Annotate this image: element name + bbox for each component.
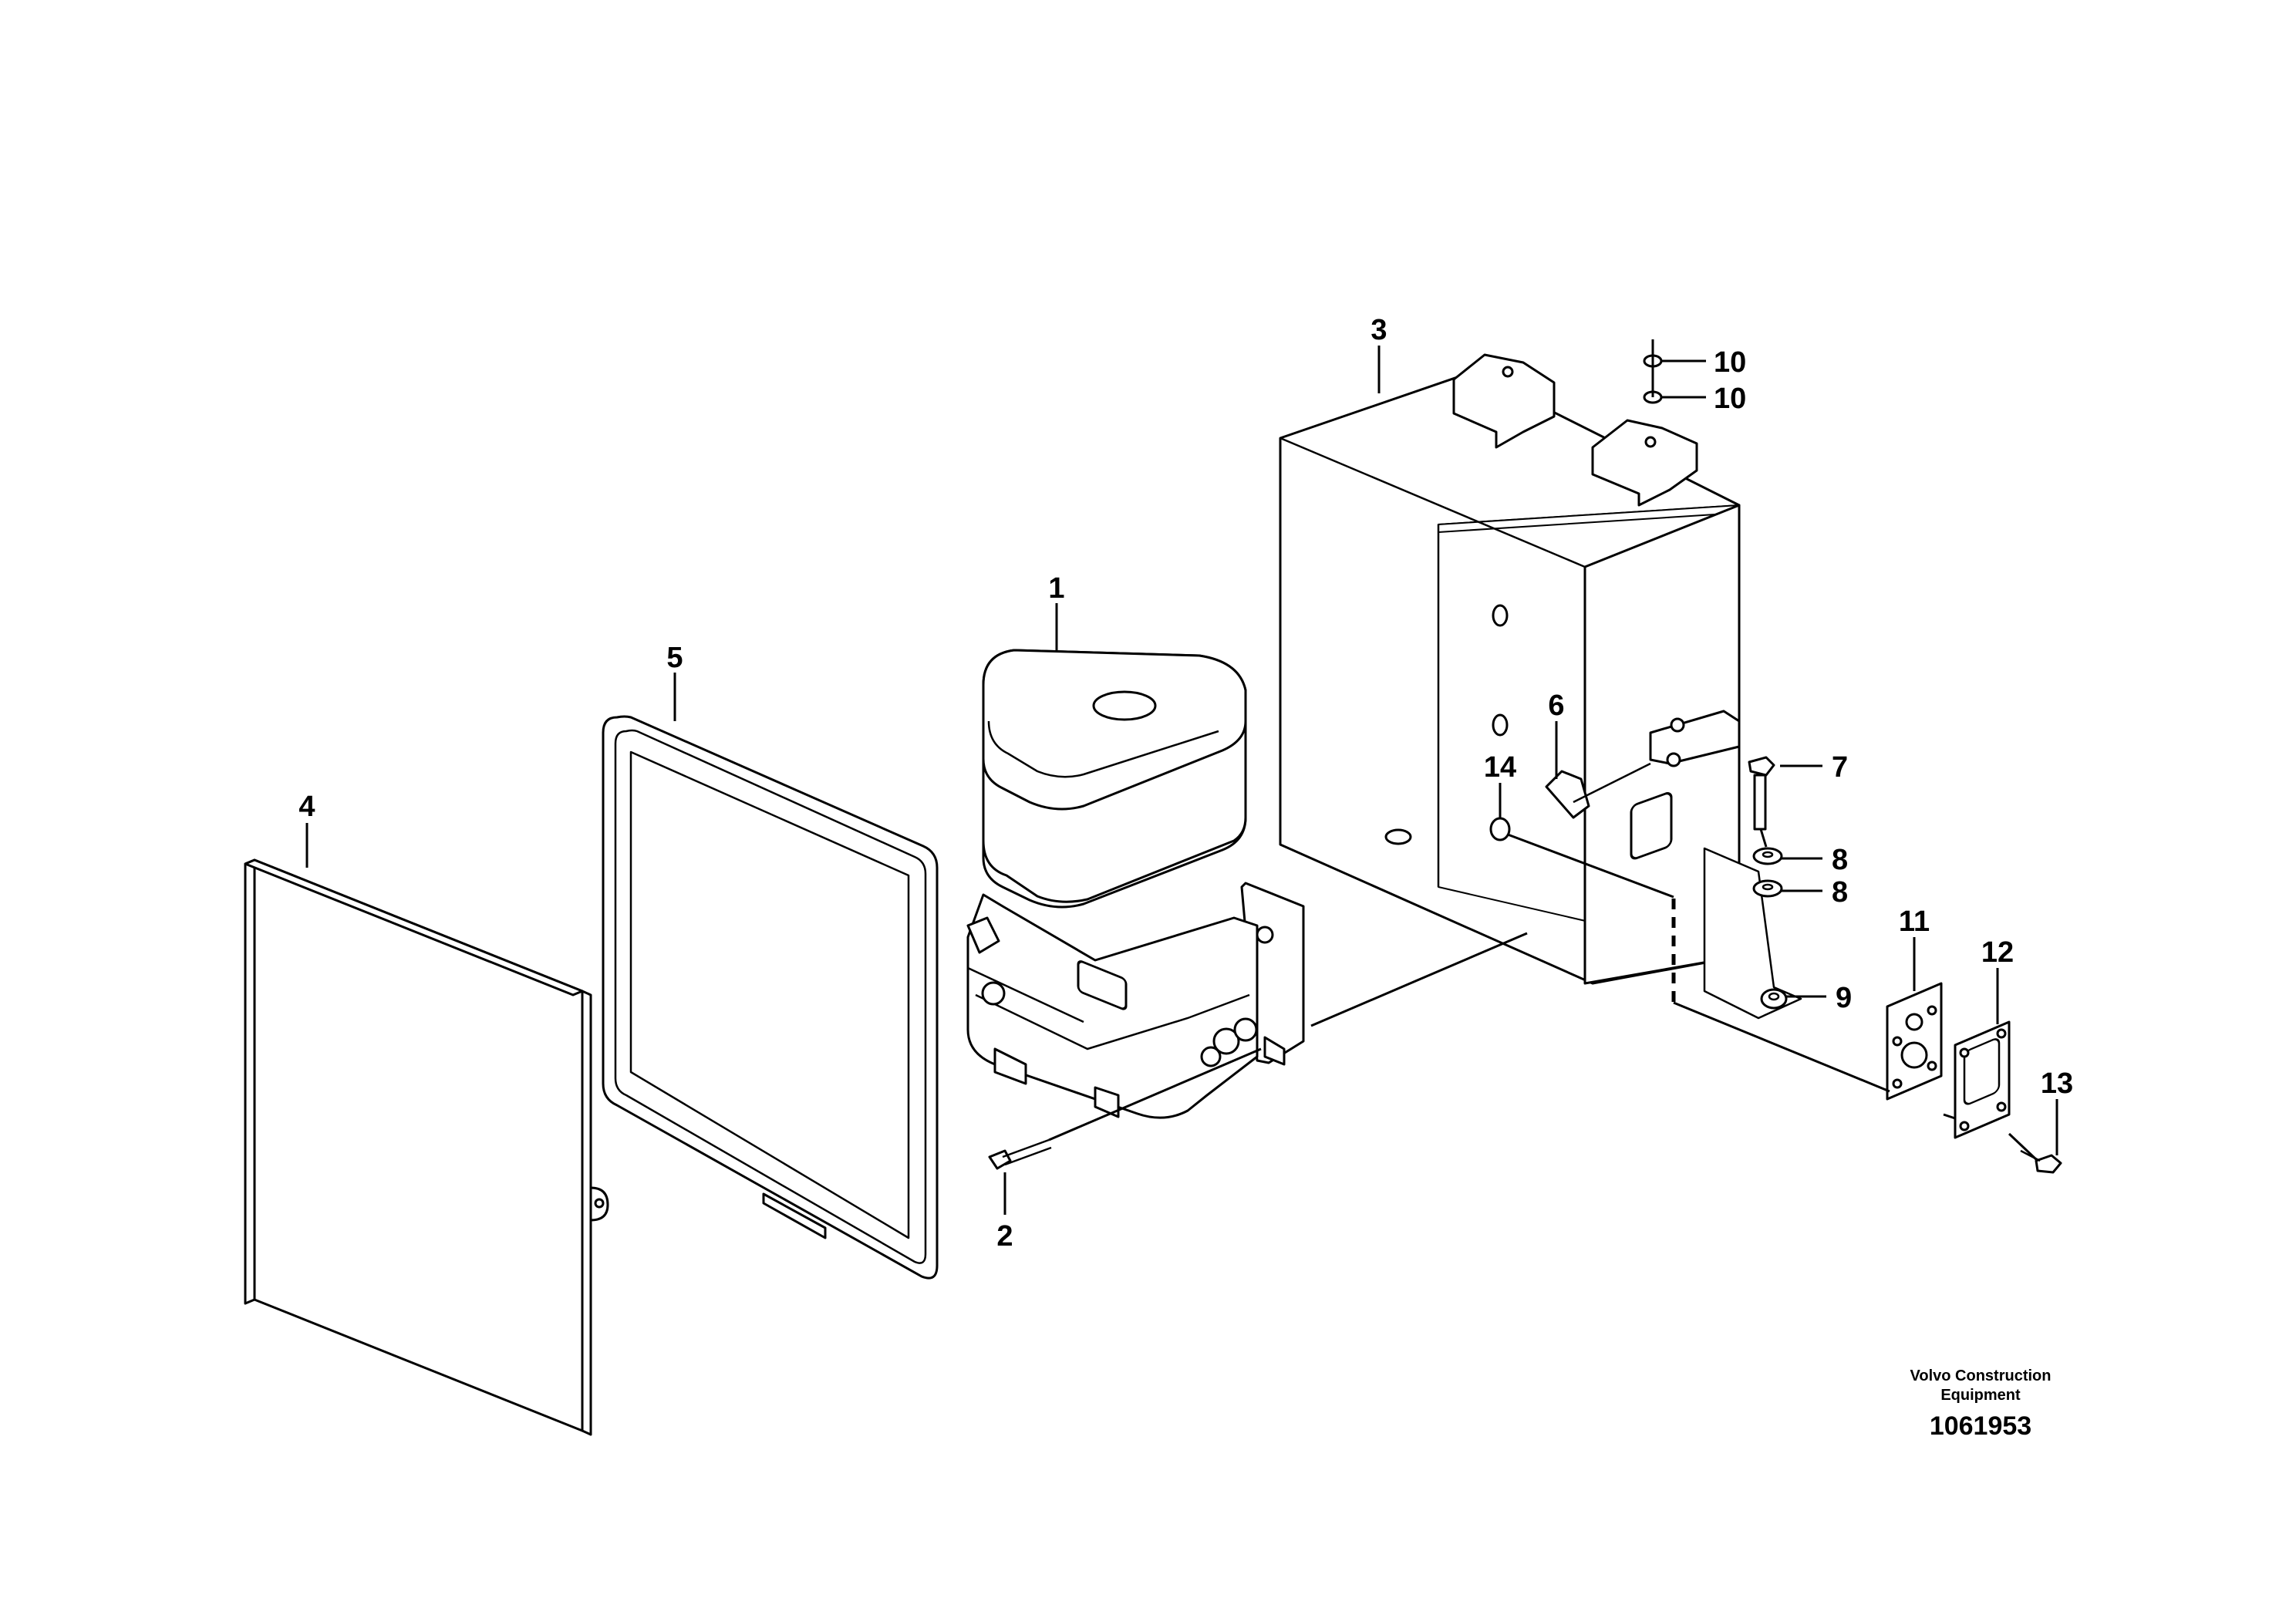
callout-13: 13	[2041, 1067, 2073, 1100]
callout-11: 11	[1899, 905, 1930, 938]
nut-part-14	[1489, 817, 1511, 841]
washer-part-8-lower	[1752, 879, 1783, 898]
bolt-part-2	[988, 1138, 1052, 1170]
callout-9: 9	[1836, 982, 1852, 1014]
assembly-lines	[1048, 828, 2039, 1162]
callout-12: 12	[1981, 936, 2014, 969]
housing-box-part-3	[1279, 353, 1802, 1020]
cover-panel-part-4	[244, 858, 609, 1436]
flange-plate-part-11	[1886, 982, 1943, 1101]
brand-line-1: Volvo Construction	[1910, 1367, 2052, 1384]
callout-14: 14	[1484, 751, 1516, 784]
callout-8-upper: 8	[1832, 844, 1848, 876]
callout-10-upper: 10	[1714, 346, 1746, 379]
callout-10-lower: 10	[1714, 383, 1746, 415]
brand-line-2: Equipment	[1940, 1387, 2021, 1404]
callout-6: 6	[1548, 690, 1564, 722]
document-number: 1061953	[1930, 1411, 2031, 1441]
gasket-frame-part-5	[602, 715, 939, 1280]
gasket-part-12	[1954, 1020, 2011, 1139]
footer-block: Volvo Construction Equipment 1061953	[1910, 1367, 2052, 1441]
callout-4: 4	[298, 791, 315, 823]
callout-leaders	[305, 339, 2058, 1215]
callout-8-lower: 8	[1832, 876, 1848, 909]
bolt-part-7	[1748, 756, 1775, 831]
callout-3: 3	[1371, 314, 1387, 346]
pump-unit-part-1	[966, 649, 1305, 1119]
nut-part-9	[1760, 988, 1788, 1010]
callout-7: 7	[1832, 751, 1848, 784]
callout-labels: 1 2 3 4 5 6 7 8 8 9 10 10 11 12 13 14	[298, 314, 2073, 1253]
bolt-part-13	[2020, 1149, 2062, 1174]
callout-2: 2	[996, 1220, 1013, 1253]
washer-part-8-upper	[1752, 847, 1783, 865]
callout-1: 1	[1048, 572, 1064, 605]
callout-5: 5	[666, 642, 683, 674]
